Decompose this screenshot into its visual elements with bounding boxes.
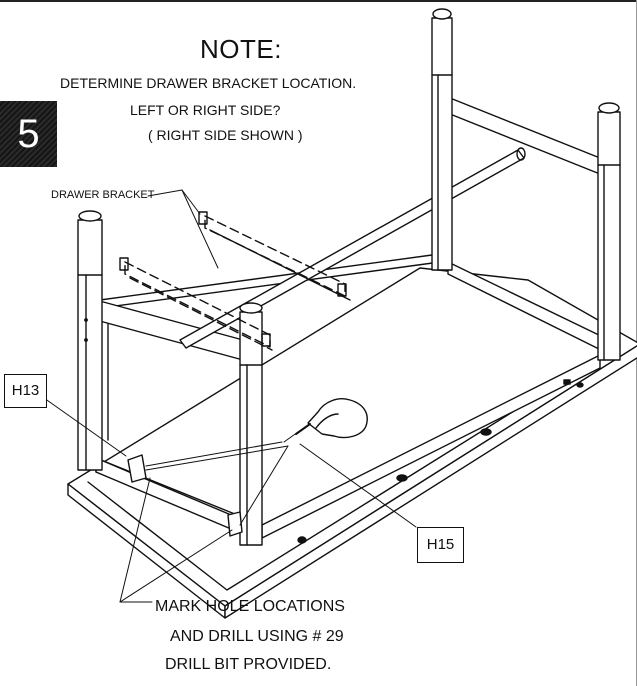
note-line-3: ( RIGHT SIDE SHOWN ) <box>148 127 303 143</box>
step-number-badge: 5 <box>0 101 57 167</box>
drawer-bracket-label: DRAWER BRACKET <box>51 189 155 201</box>
note-line-1: DETERMINE DRAWER BRACKET LOCATION. <box>60 75 357 91</box>
bracket-ends <box>119 211 347 347</box>
tabletop-holes <box>297 379 584 544</box>
leg-left <box>77 210 103 471</box>
note-line-2: LEFT OR RIGHT SIDE? <box>130 102 281 118</box>
leg-back-right <box>431 8 453 271</box>
drill-icon <box>283 398 368 443</box>
instruction-line-1: MARK HOLE LOCATIONS <box>155 598 345 615</box>
instruction-line-3: DRILL BIT PROVIDED. <box>165 656 332 673</box>
instruction-line-2: AND DRILL USING # 29 <box>170 628 344 645</box>
part-label-h15: H15 <box>417 527 464 563</box>
part-label-h13: H13 <box>4 374 47 408</box>
mounting-brackets <box>127 454 243 537</box>
leg-far-right <box>597 102 621 361</box>
note-title: NOTE: <box>200 34 282 64</box>
top-border <box>0 0 637 2</box>
leader-lines <box>43 189 417 603</box>
leg-front <box>239 302 263 546</box>
